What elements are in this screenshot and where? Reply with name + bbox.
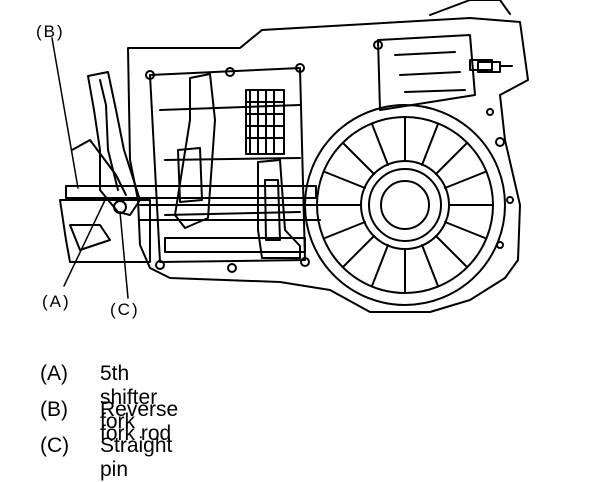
bell-housing (304, 104, 506, 306)
shift-rods (65, 185, 321, 253)
leader-a (63, 197, 107, 287)
leader-b (51, 37, 79, 189)
fifth-shifter-fork (87, 71, 141, 216)
bolt-holes (145, 40, 514, 273)
callout-c: (C) (110, 300, 140, 319)
callout-a: (A) (42, 292, 71, 311)
callout-b: (B) (36, 22, 65, 41)
upper-bracket (429, 0, 511, 71)
legend-key: (B) (40, 398, 68, 421)
legend-text: 5th shifter fork (100, 362, 158, 433)
straight-pin (113, 200, 127, 214)
gear (245, 89, 285, 155)
transmission-case-diagram (51, 0, 529, 313)
shifter-fork-right (257, 159, 301, 259)
legend-key: (A) (40, 362, 68, 385)
shifter-fork-center (174, 73, 216, 229)
legend-text: Reverse fork rod (100, 398, 179, 445)
legend-text: Straight pin (100, 434, 173, 481)
leader-c (119, 211, 129, 299)
case-outline (127, 17, 529, 313)
legend-key: (C) (40, 434, 70, 457)
